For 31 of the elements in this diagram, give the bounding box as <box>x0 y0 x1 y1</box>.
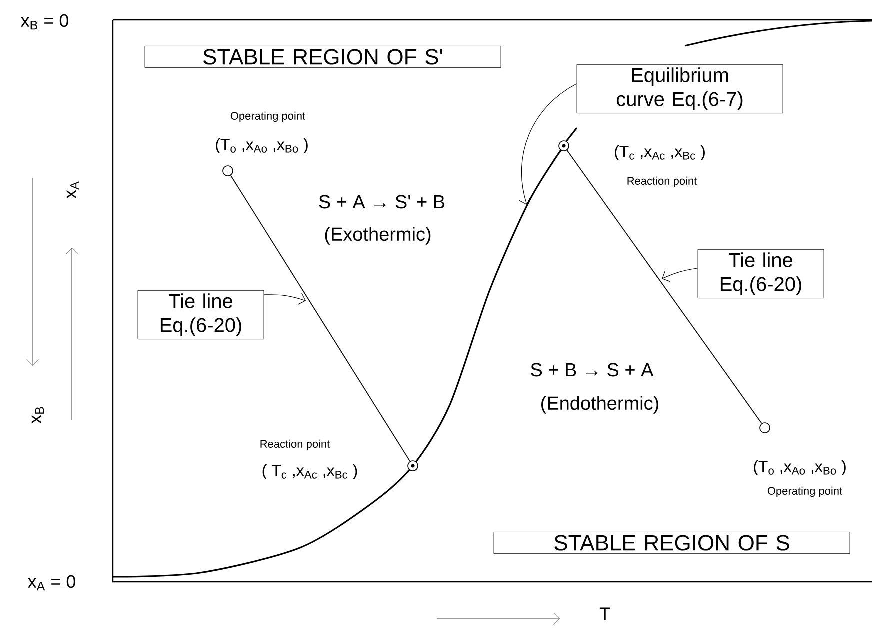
leader-line <box>264 293 306 305</box>
point-label: (T$_{o}$ ,x$_{Ao}$ ,x$_{Bo}$ ) <box>216 138 308 154</box>
tie-line <box>230 175 411 462</box>
reaction-label: S + A → S' + B <box>319 195 445 209</box>
point-label: Reaction point <box>260 440 330 450</box>
axis-label: x$_{A}$ = 0 <box>28 575 76 591</box>
axis-label: x$_{B}$ <box>32 407 44 424</box>
tie-line <box>566 150 762 424</box>
axis-label: x$_{B}$ = 0 <box>21 14 68 30</box>
point-label: ( T$_{c}$ ,x$_{Ac}$ ,x$_{Bc}$ ) <box>262 464 358 480</box>
axis-label: T <box>600 608 610 620</box>
callout-box: Tie line Eq.(6-20) <box>138 290 264 340</box>
point-label: (T$_{c}$ ,x$_{Ac}$ ,x$_{Bc}$ ) <box>615 146 705 160</box>
callout-box: Tie line Eq.(6-20) <box>698 249 824 299</box>
reaction-point-marker <box>408 460 418 472</box>
operating-point-marker <box>760 422 770 434</box>
region-label-box: STABLE REGION OF S' <box>144 46 502 68</box>
point-label: Reaction point <box>628 176 698 188</box>
leader-line <box>662 268 698 282</box>
point-label: Operating point <box>768 486 843 498</box>
reaction-label: (Endothermic) <box>542 396 658 414</box>
point-label: (T$_{o}$ ,x$_{Ao}$ ,x$_{Bo}$ ) <box>754 460 846 476</box>
callout-box: Equilibrium curve Eq.(6-7) <box>576 64 784 114</box>
reaction-point-marker <box>558 140 570 152</box>
operating-point-marker <box>222 166 234 176</box>
point-label: Operating point <box>230 112 306 122</box>
region-label-box: STABLE REGION OF S <box>494 532 850 554</box>
leader-line <box>519 84 578 205</box>
reaction-label: (Exothermic) <box>325 227 431 245</box>
axis-label: x$_{A}$ <box>66 182 80 199</box>
reaction-label: S + B → S + A <box>531 363 654 377</box>
